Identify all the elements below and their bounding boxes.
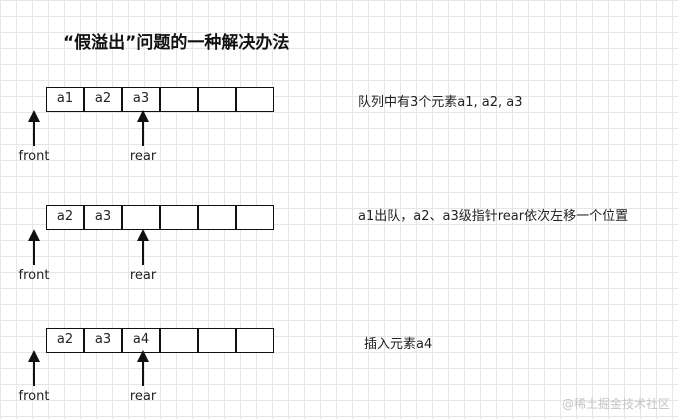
queue-cell (160, 205, 198, 230)
queue-cell: a2 (46, 205, 84, 230)
queue-cell (122, 205, 160, 230)
queue-cell: a4 (122, 328, 160, 353)
rear-pointer: rear (113, 110, 173, 164)
queue-row-1: a1 a2 a3 (46, 87, 274, 112)
queue-cell: a3 (84, 205, 122, 230)
front-label: front (18, 268, 50, 283)
up-arrow-icon (28, 229, 40, 265)
front-pointer: front (4, 350, 64, 404)
queue-row-3: a2 a3 a4 (46, 328, 274, 353)
queue-row-2: a2 a3 (46, 205, 274, 230)
up-arrow-icon (137, 229, 149, 265)
row-note: 插入元素a4 (364, 337, 433, 352)
queue-cell (160, 87, 198, 112)
up-arrow-icon (137, 110, 149, 146)
front-pointer: front (4, 110, 64, 164)
up-arrow-icon (137, 350, 149, 386)
diagram-title: “假溢出”问题的一种解决办法 (63, 33, 290, 53)
rear-label: rear (129, 149, 157, 164)
watermark: @稀土掘金技术社区 (561, 397, 670, 411)
front-label: front (18, 389, 50, 404)
rear-pointer: rear (113, 229, 173, 283)
row-note: a1出队，a2、a3级指针rear依次左移一个位置 (358, 209, 629, 224)
queue-cell (198, 205, 236, 230)
rear-label: rear (129, 389, 157, 404)
queue-cell (236, 87, 274, 112)
rear-pointer: rear (113, 350, 173, 404)
up-arrow-icon (28, 110, 40, 146)
front-pointer: front (4, 229, 64, 283)
rear-label: rear (129, 268, 157, 283)
queue-cell: a3 (122, 87, 160, 112)
queue-cell (236, 328, 274, 353)
queue-cell: a2 (84, 87, 122, 112)
queue-cell: a3 (84, 328, 122, 353)
up-arrow-icon (28, 350, 40, 386)
queue-cell (198, 87, 236, 112)
queue-cell: a1 (46, 87, 84, 112)
row-note: 队列中有3个元素a1, a2, a3 (358, 95, 523, 110)
queue-cell (160, 328, 198, 353)
queue-cell (198, 328, 236, 353)
queue-cell (236, 205, 274, 230)
front-label: front (18, 149, 50, 164)
queue-cell: a2 (46, 328, 84, 353)
